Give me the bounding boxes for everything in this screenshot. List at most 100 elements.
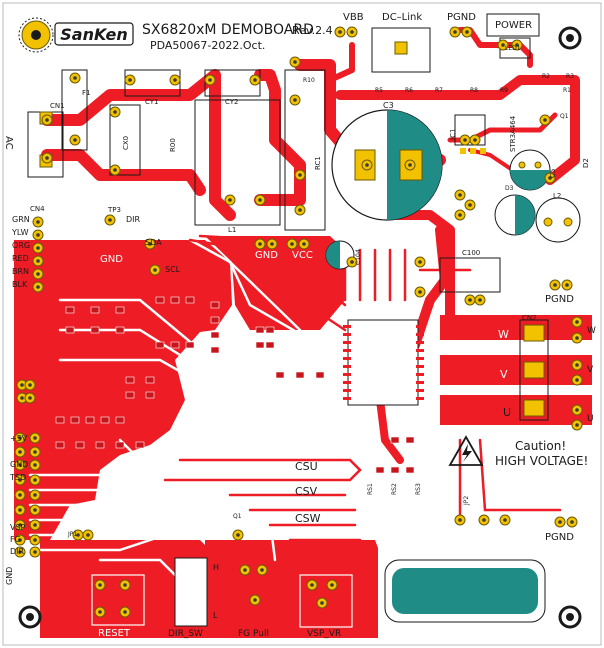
signal-trace-13 bbox=[258, 478, 277, 562]
drill-hole bbox=[113, 110, 117, 114]
smd-pad bbox=[210, 331, 220, 339]
drill-hole bbox=[33, 450, 37, 454]
signal-trace-5 bbox=[28, 498, 182, 522]
smd-pad bbox=[55, 441, 65, 449]
drill-hole bbox=[148, 242, 152, 246]
label-fg: FG bbox=[10, 535, 21, 544]
drill-hole bbox=[36, 246, 40, 250]
drill-hole bbox=[350, 30, 354, 34]
drill-hole bbox=[36, 259, 40, 263]
drill-hole bbox=[310, 583, 314, 587]
drill-hole bbox=[33, 523, 37, 527]
cy1-outline bbox=[124, 69, 181, 97]
drill-hole bbox=[270, 242, 274, 246]
label-vsp: VSP bbox=[10, 523, 26, 532]
drill-hole bbox=[18, 463, 22, 467]
label-r9: R9 bbox=[500, 87, 508, 94]
label-r2: R2 bbox=[542, 73, 550, 80]
drill-hole bbox=[18, 478, 22, 482]
label-cx0: CX0 bbox=[122, 136, 130, 150]
label-jp1: JP1 bbox=[67, 531, 77, 538]
smd-pad bbox=[255, 341, 265, 349]
smd-pad bbox=[155, 296, 165, 304]
label-cy2: CY2 bbox=[225, 98, 239, 106]
label-grn: GRN bbox=[12, 215, 30, 224]
smd-pad bbox=[255, 326, 265, 334]
smd-pad bbox=[85, 416, 95, 424]
label-w: W bbox=[498, 328, 509, 341]
cx0-outline bbox=[109, 104, 141, 176]
smd-pad bbox=[115, 326, 125, 334]
signal-trace-11 bbox=[58, 328, 347, 387]
label-l1: L1 bbox=[228, 226, 236, 234]
connector-cn2 bbox=[519, 319, 549, 421]
drill-hole bbox=[128, 78, 132, 82]
label-pgnd-right: PGND bbox=[545, 294, 574, 305]
heatsink-pad bbox=[384, 559, 546, 623]
drill-hole bbox=[503, 518, 507, 522]
drill-hole bbox=[33, 493, 37, 497]
high-voltage-warning-icon bbox=[448, 435, 484, 466]
label-rs3: RS3 bbox=[415, 483, 422, 495]
mount-hole-tl bbox=[18, 17, 54, 53]
drill-hole bbox=[73, 76, 77, 80]
drill-hole bbox=[18, 436, 22, 440]
smd-pad bbox=[265, 326, 275, 334]
drill-hole bbox=[575, 378, 579, 382]
drill-hole bbox=[575, 408, 579, 412]
smd-pad bbox=[375, 466, 385, 474]
drill-hole bbox=[20, 396, 24, 400]
signal-trace-10 bbox=[58, 298, 347, 362]
smd-pad bbox=[145, 391, 155, 399]
l1-outline bbox=[194, 99, 281, 226]
smd-pad bbox=[135, 441, 145, 449]
drill-hole bbox=[33, 436, 37, 440]
label-cn4: CN4 bbox=[30, 205, 45, 213]
drill-hole bbox=[575, 320, 579, 324]
drill-hole bbox=[236, 533, 240, 537]
caution-line2: HIGH VOLTAGE! bbox=[495, 454, 588, 468]
label-vsp-vr: VSP_VR bbox=[307, 629, 341, 639]
drill-hole bbox=[36, 233, 40, 237]
label-led1: LED1 bbox=[505, 45, 521, 52]
drill-hole bbox=[553, 283, 557, 287]
capacitor-c4 bbox=[494, 194, 536, 236]
drill-hole bbox=[123, 610, 127, 614]
pads-group bbox=[14, 26, 583, 621]
smd-pad bbox=[170, 296, 180, 304]
drill-hole bbox=[408, 163, 412, 167]
mount-hole-br bbox=[558, 605, 582, 629]
drill-hole bbox=[565, 283, 569, 287]
smd-pad bbox=[55, 416, 65, 424]
logo-text: SanKen bbox=[60, 25, 127, 44]
smd-pad bbox=[390, 436, 400, 444]
drill-hole bbox=[113, 168, 117, 172]
label-rs2: RS2 bbox=[391, 483, 398, 495]
smd-pad bbox=[155, 341, 165, 349]
drill-hole bbox=[290, 242, 294, 246]
smd-pad bbox=[405, 436, 415, 444]
label-pgnd-bottom: PGND bbox=[545, 532, 574, 543]
smd-pad bbox=[70, 416, 80, 424]
sanken-logo: SanKen bbox=[54, 22, 134, 46]
label-r10: R10 bbox=[303, 77, 315, 84]
label-red: RED bbox=[12, 254, 29, 263]
drill-hole bbox=[418, 290, 422, 294]
copper-pour-v bbox=[440, 355, 592, 385]
drill-hole bbox=[468, 298, 472, 302]
copper-pour-w bbox=[440, 315, 592, 340]
smd-pad bbox=[390, 466, 400, 474]
smd-pad bbox=[125, 376, 135, 384]
label-q1b: Q1 bbox=[233, 513, 242, 520]
drill-hole bbox=[33, 463, 37, 467]
drill-hole bbox=[320, 601, 324, 605]
label-u: U bbox=[503, 406, 511, 419]
smd-pad bbox=[405, 466, 415, 474]
drill-hole bbox=[293, 60, 297, 64]
label-r8: R8 bbox=[470, 87, 478, 94]
drill-hole bbox=[418, 260, 422, 264]
trace-cs-bus bbox=[376, 396, 404, 464]
drill-hole bbox=[330, 583, 334, 587]
board-rev: Rev.2.4 bbox=[292, 24, 333, 37]
signal-trace-4 bbox=[28, 448, 252, 507]
